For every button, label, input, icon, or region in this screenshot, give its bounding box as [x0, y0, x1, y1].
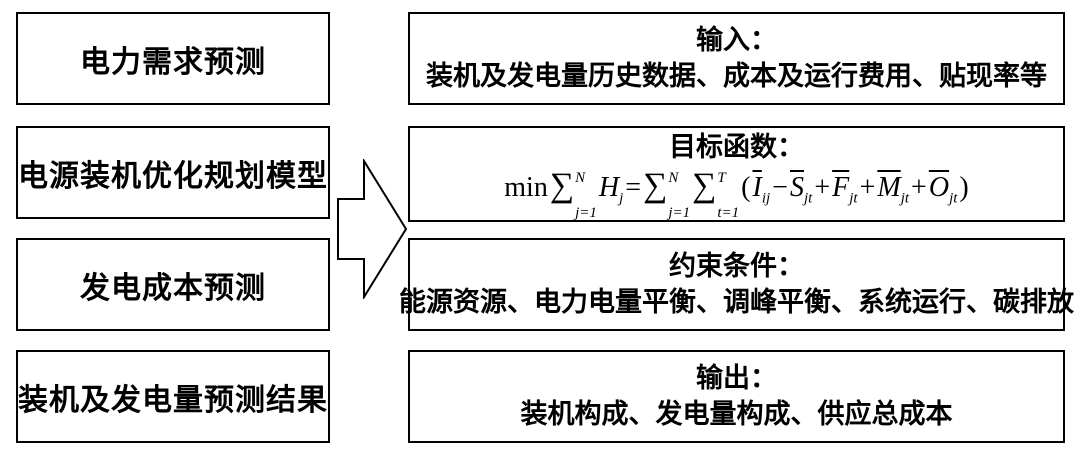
sigma-symbol: ∑: [549, 166, 575, 204]
formula-plus-3: +: [911, 171, 927, 203]
formula-left-paren: (: [741, 171, 751, 203]
objective-function-box: 目标函数： min ∑ N j=1 Hj = ∑ N j=1 ∑ T t=1 (: [408, 126, 1065, 222]
capacity-optimization-model-box: 电源装机优化规划模型: [16, 126, 330, 219]
objective-formula: min ∑ N j=1 Hj = ∑ N j=1 ∑ T t=1 ( Iij −: [504, 166, 969, 221]
forecast-result-box: 装机及发电量预测结果: [16, 350, 330, 443]
forecast-result-label: 装机及发电量预测结果: [18, 382, 328, 418]
formula-sum-1: ∑ N j=1: [549, 166, 597, 221]
formula-right-paren: ): [959, 171, 969, 203]
formula-m-bar: Mjt: [877, 171, 910, 207]
constraints-box: 约束条件： 能源资源、电力电量平衡、调峰平衡、系统运行、碳排放: [399, 238, 1074, 331]
input-body: 装机及发电量历史数据、成本及运行费用、贴现率等: [426, 60, 1047, 92]
generation-cost-forecast-box: 发电成本预测: [16, 238, 330, 331]
sigma-symbol: ∑: [692, 166, 717, 204]
sum-1-lower: j=1: [575, 204, 597, 221]
constraints-title: 约束条件：: [669, 250, 804, 282]
sum-2-lower: j=1: [668, 204, 691, 221]
formula-min: min: [504, 171, 548, 203]
formula-i-bar: Iij: [752, 171, 771, 207]
demand-forecast-box: 电力需求预测: [16, 12, 330, 105]
sum-3-upper: T: [717, 169, 726, 186]
formula-minus: −: [772, 171, 788, 203]
formula-plus-2: +: [859, 171, 876, 203]
right-arrow-icon: [337, 159, 408, 299]
capacity-optimization-model-label: 电源装机优化规划模型: [18, 158, 328, 194]
formula-o-bar: Ojt: [928, 171, 958, 207]
demand-forecast-label: 电力需求预测: [80, 44, 266, 80]
formula-sum-2: ∑ N j=1: [643, 166, 690, 221]
sum-1-upper: N: [575, 169, 586, 186]
sum-2-upper: N: [668, 169, 679, 186]
formula-s-bar: Sjt: [789, 171, 813, 207]
input-title: 输入：: [696, 24, 777, 56]
sum-3-lower: t=1: [717, 204, 740, 221]
output-title: 输出：: [696, 362, 777, 394]
formula-sum-3: ∑ T t=1: [692, 166, 739, 221]
output-box: 输出： 装机构成、发电量构成、供应总成本: [408, 350, 1065, 443]
input-box: 输入： 装机及发电量历史数据、成本及运行费用、贴现率等: [408, 12, 1065, 105]
constraints-body: 能源资源、电力电量平衡、调峰平衡、系统运行、碳排放: [399, 286, 1074, 318]
sigma-symbol: ∑: [643, 166, 668, 204]
output-body: 装机构成、发电量构成、供应总成本: [520, 398, 953, 430]
formula-equals: =: [625, 171, 642, 203]
formula-plus-1: +: [814, 171, 831, 203]
formula-f-bar: Fjt: [832, 171, 858, 207]
generation-cost-forecast-label: 发电成本预测: [80, 270, 266, 306]
objective-title: 目标函数：: [669, 131, 804, 163]
formula-h: Hj: [598, 171, 624, 207]
